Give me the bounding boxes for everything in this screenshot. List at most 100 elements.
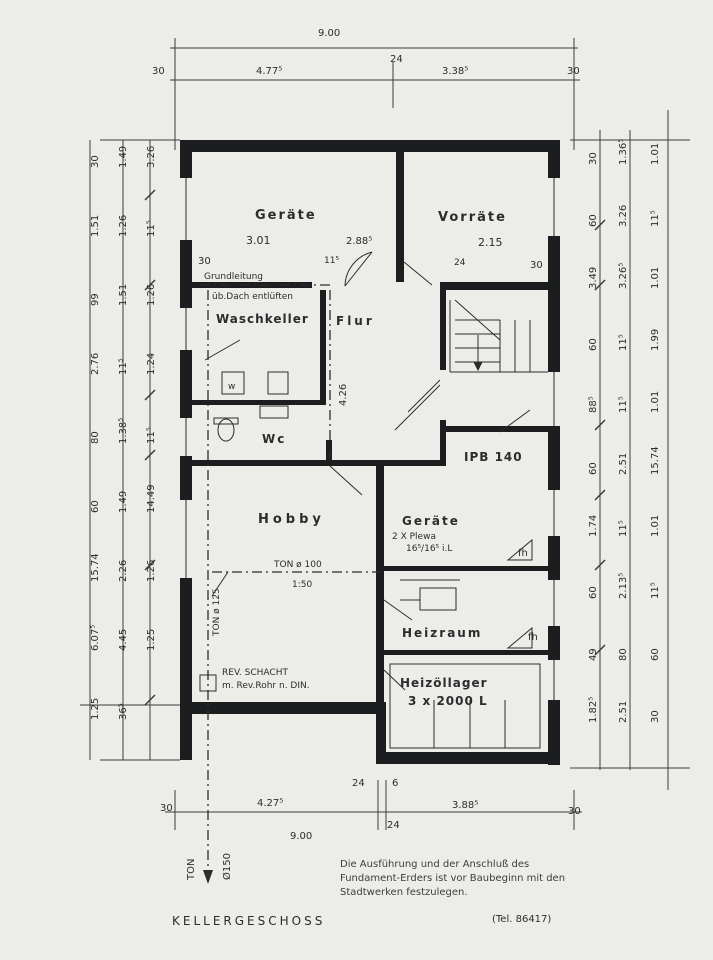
room-waschkeller: Waschkeller	[216, 312, 309, 326]
flur-dim: 4.26	[338, 383, 349, 406]
dim-left-14: 11⁵	[146, 427, 157, 444]
dim-right-28: 2.51	[618, 700, 629, 723]
dim-right-24: 49	[588, 648, 599, 661]
dim-top-left30: 30	[152, 66, 165, 77]
dim-left-7: 1.51	[118, 283, 129, 306]
dim-right-25: 80	[618, 648, 629, 661]
room-heizraum: Heizraum	[402, 626, 483, 640]
dim-top-total: 9.00	[318, 28, 341, 39]
dim-left-8: 1.26	[146, 283, 157, 306]
dim-top-a: 4.77⁵	[256, 66, 283, 77]
dim-right-8: 1.01	[650, 266, 661, 289]
dim-right-7: 3.26⁵	[618, 262, 629, 289]
dim-wall-30b: 30	[530, 260, 543, 271]
dim-left-17: 14.49	[146, 484, 157, 513]
dim-bottom-total: 9.00	[290, 831, 313, 842]
ton-label: TON	[186, 858, 197, 880]
dim-left-15: 60	[90, 500, 101, 513]
dim-left-18: 15.74	[90, 553, 101, 582]
room-vorraete: Vorräte	[438, 210, 507, 225]
label-grundleitung: Grundleitung	[204, 272, 263, 282]
dim-right-4: 3.26	[618, 204, 629, 227]
window-lines	[185, 178, 555, 700]
label-w: w	[228, 382, 236, 392]
label-plewa-size: 16⁵/16⁵ i.L	[406, 544, 453, 554]
dim-right-13: 11⁵	[618, 396, 629, 413]
dim-left-0: 30	[90, 155, 101, 168]
label-rev2: m. Rev.Rohr n. DIN.	[222, 681, 310, 691]
dim-right-22: 2.13⁵	[618, 572, 629, 599]
room-wc: Wc	[262, 432, 287, 446]
ton-branch	[211, 571, 229, 597]
dim-115: 11⁵	[324, 256, 340, 266]
heizoellager-tank: 3 x 2000 L	[408, 694, 488, 708]
dim-right-20: 1.01	[650, 514, 661, 537]
dim-left-9: 2.76	[90, 352, 101, 375]
dim-right-1: 1.36⁵	[618, 138, 629, 165]
dim-right-23: 11⁵	[650, 582, 661, 599]
dim-left-19: 2.26	[118, 559, 129, 582]
dim-left-6: 99	[90, 293, 101, 306]
dim-top-b: 3.38⁵	[442, 66, 469, 77]
dim-bottom-right30: 30	[568, 806, 581, 817]
fixtures	[213, 371, 541, 749]
dim-right-10: 11⁵	[618, 334, 629, 351]
label-fh1: fh	[518, 548, 528, 559]
dim-left-23: 1.25	[146, 628, 157, 651]
dim-bottom-a: 4.27⁵	[257, 798, 284, 809]
dim-right-21: 60	[588, 586, 599, 599]
dim-right-12: 88⁵	[588, 396, 599, 413]
label-ton-slope: 1:50	[292, 580, 313, 590]
note-fundament-erder: Die Ausführung und der Anschluß des Fund…	[340, 859, 566, 898]
dim-bottom-b: 3.88⁵	[452, 800, 479, 811]
dim-left-16: 1.49	[118, 490, 129, 513]
dim-bottom-left30: 30	[160, 803, 173, 814]
dim-left-10: 11⁵	[118, 358, 129, 375]
room-flur: Flur	[336, 314, 375, 328]
note-tel: (Tel. 86417)	[492, 914, 552, 925]
dim-right-3: 60	[588, 214, 599, 227]
dim-left-13: 1.38⁵	[118, 417, 129, 444]
dimension-lines	[80, 38, 690, 830]
staircase	[449, 299, 548, 373]
label-ipb: IPB 140	[464, 450, 523, 464]
dim-left-5: 11⁵	[146, 220, 157, 237]
dim-right-0: 30	[588, 152, 599, 165]
dim-left-21: 6.07⁵	[90, 624, 101, 651]
dim-right-26: 60	[650, 648, 661, 661]
room-heizoellager: Heizöllager	[400, 676, 488, 690]
label-plewa: 2 X Plewa	[392, 532, 436, 542]
dim-bottom-m2: 6	[392, 778, 399, 789]
dim-wall-30a: 30	[198, 256, 211, 267]
dim-right-14: 1.01	[650, 390, 661, 413]
dim-288: 2.88⁵	[346, 236, 373, 247]
dim-top-mid: 24	[390, 54, 403, 65]
dim-right-19: 11⁵	[618, 520, 629, 537]
dim-left-3: 1.51	[90, 214, 101, 237]
inner-walls	[192, 150, 550, 702]
dim-bottom-m3: 24	[387, 820, 400, 831]
dim-bottom-m1: 24	[352, 778, 365, 789]
dim-left-12: 80	[90, 431, 101, 444]
drain-arrow	[203, 870, 213, 884]
dim-right-16: 2.51	[618, 452, 629, 475]
ton-pipe: Ø150	[222, 853, 233, 880]
dim-left-4: 1.26	[118, 214, 129, 237]
dim-right-15: 60	[588, 462, 599, 475]
room-geraete-top: Geräte	[255, 208, 317, 223]
dim-right-5: 11⁵	[650, 210, 661, 227]
room-hobby: Hobby	[258, 512, 325, 527]
dimension-ticks	[144, 189, 606, 706]
dim-right-6: 3.49	[588, 266, 599, 289]
dim-left-20: 1.26	[146, 559, 157, 582]
room-vorraete-dim: 2.15	[478, 236, 503, 249]
dim-right-11: 1.99	[650, 328, 661, 351]
dim-right-9: 60	[588, 338, 599, 351]
dim-left-11: 1.24	[146, 352, 157, 375]
dim-right-29: 30	[650, 710, 661, 723]
rev-shaft	[199, 674, 217, 692]
room-geraete-mid: Geräte	[402, 514, 460, 528]
dim-24: 24	[454, 258, 466, 268]
dim-left-1: 1.49	[118, 145, 129, 168]
drain-lines	[200, 284, 380, 880]
